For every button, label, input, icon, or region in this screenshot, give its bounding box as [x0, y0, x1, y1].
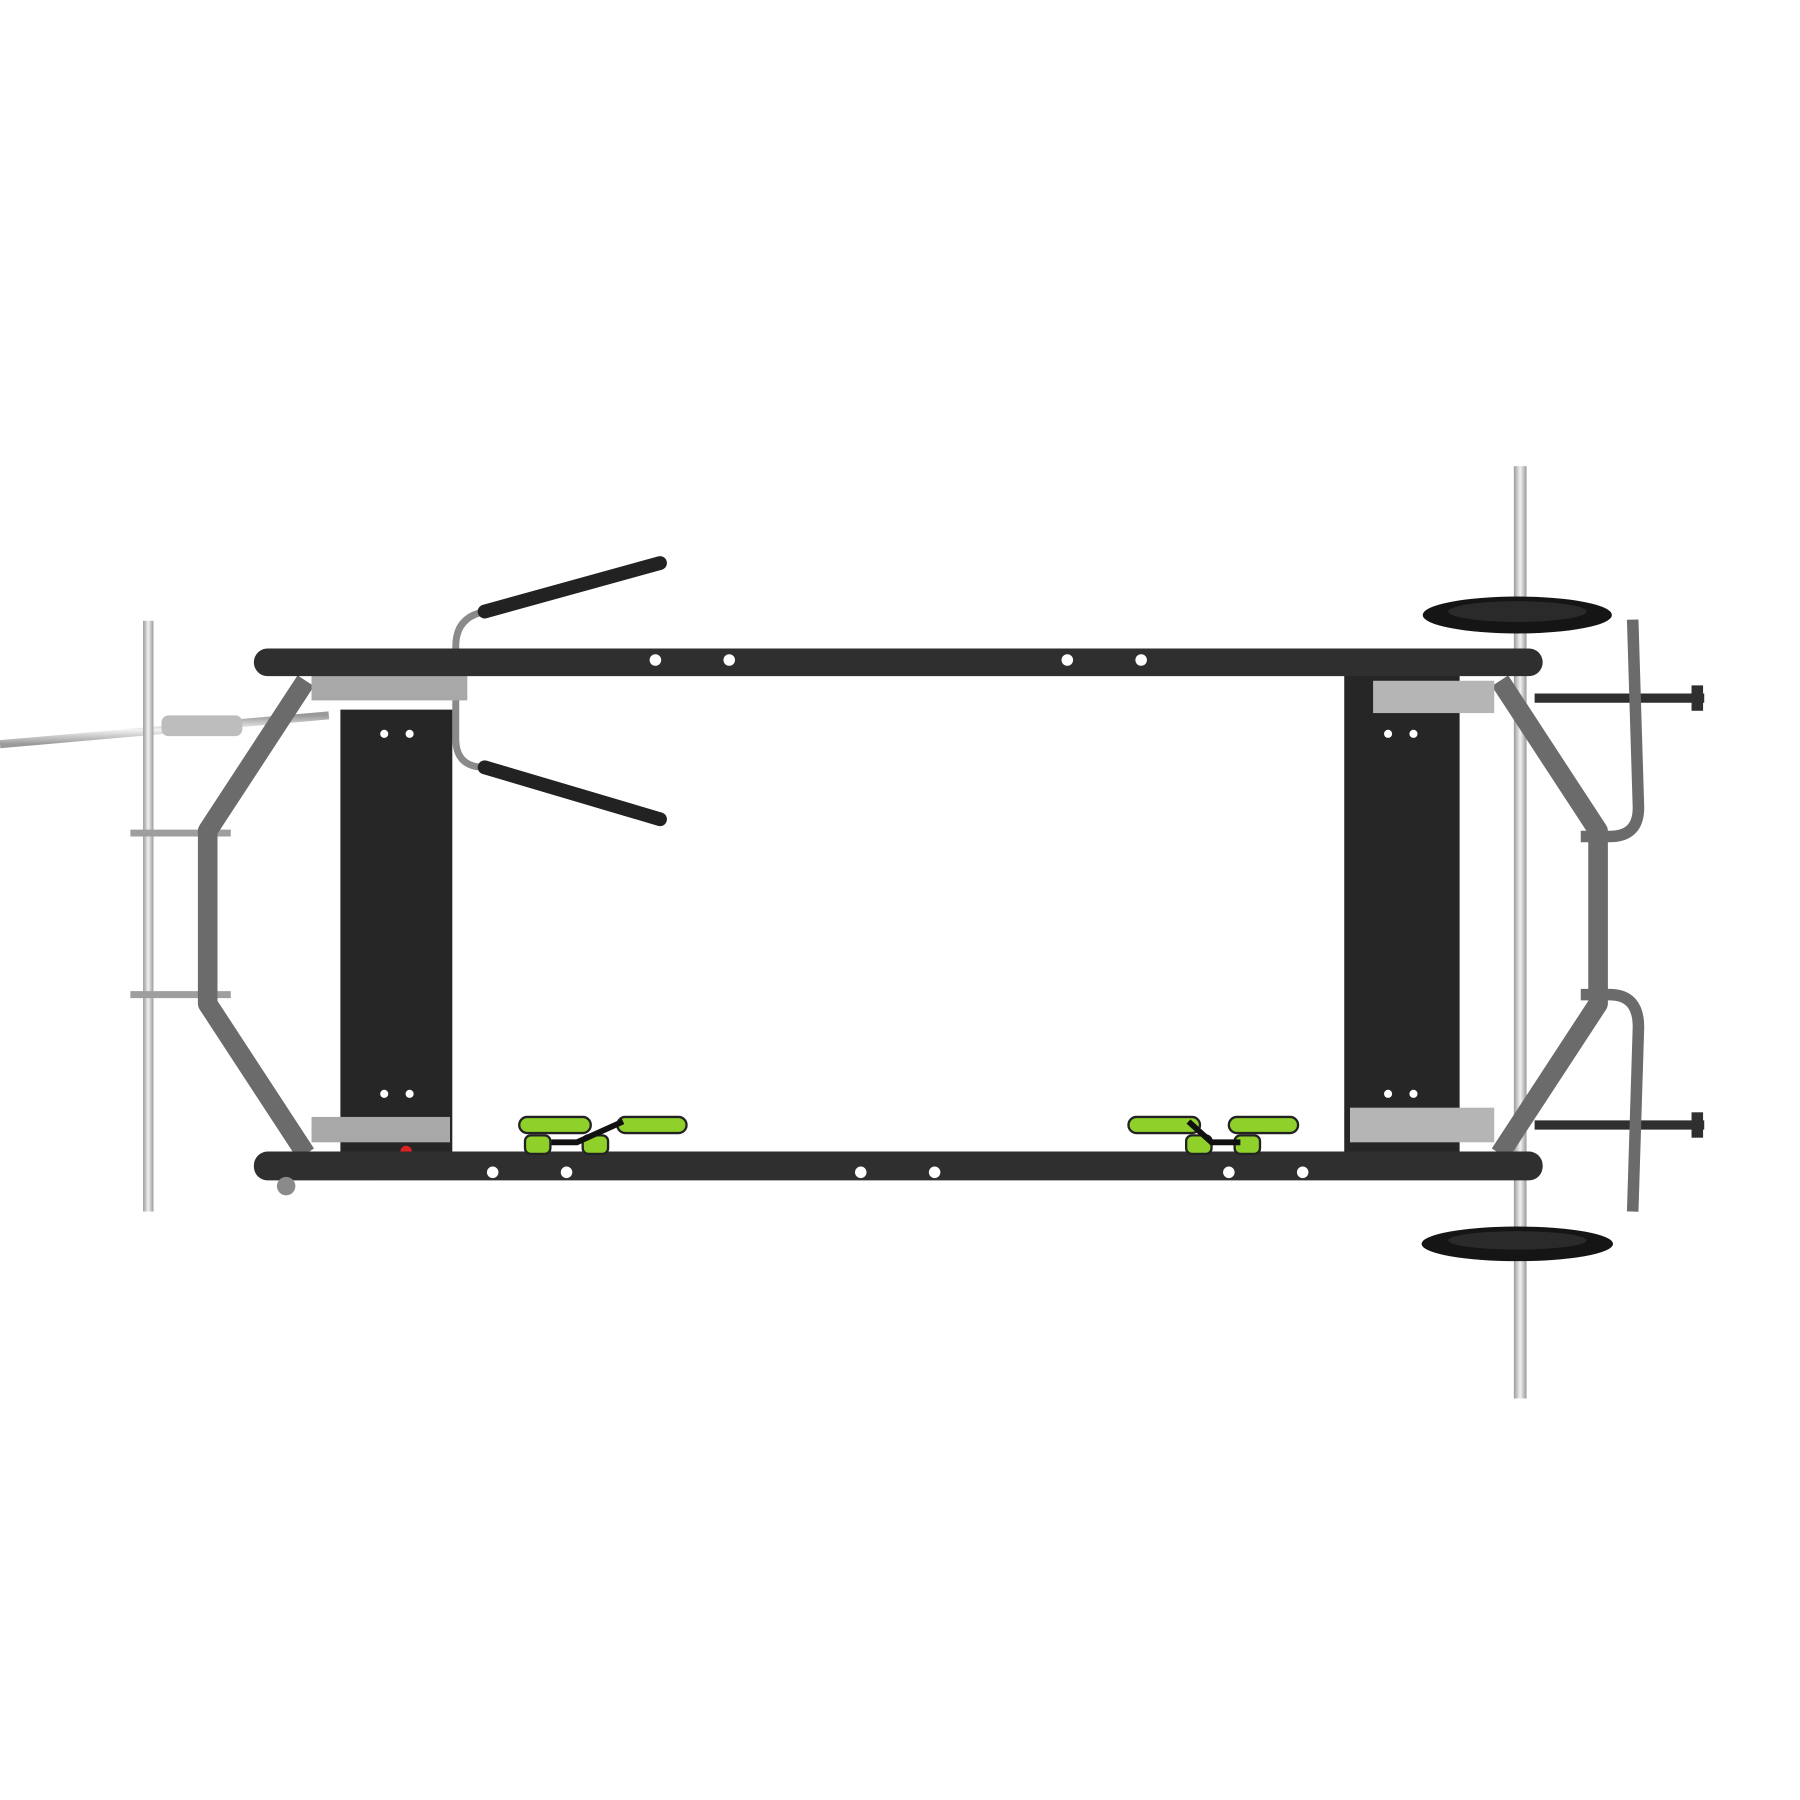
bracket-end	[1691, 1112, 1704, 1138]
left-upright-panel	[340, 709, 453, 1154]
left-hex-tube	[197, 675, 314, 1160]
corner-bracket	[311, 1116, 450, 1143]
right-handle-upper	[1580, 619, 1645, 843]
frame-foot	[276, 1176, 296, 1196]
handle-grip-upper	[477, 556, 667, 619]
panel-holes	[380, 729, 1418, 1098]
corner-bracket	[1350, 1107, 1495, 1143]
corner-bracket	[311, 675, 468, 701]
weight-plate-top-hub	[1448, 601, 1587, 622]
barbell-sleeve	[161, 715, 243, 737]
frame-top-bar	[253, 648, 1543, 677]
right-hex-tube	[1491, 675, 1608, 1160]
right-upright-panel	[1344, 675, 1460, 1154]
frame-bottom-bar	[253, 1151, 1543, 1181]
bracket-end	[1691, 685, 1704, 711]
left-vertical-bar	[143, 620, 154, 1212]
corner-bracket	[1373, 680, 1495, 714]
foot-strap-left[interactable]	[518, 1115, 688, 1155]
frame-holes	[486, 654, 1309, 1179]
right-handle-lower	[1580, 988, 1645, 1212]
foot-strap-right[interactable]	[1127, 1115, 1300, 1155]
handle-grip-lower	[477, 760, 667, 827]
weight-plate-bottom-hub	[1448, 1231, 1587, 1250]
